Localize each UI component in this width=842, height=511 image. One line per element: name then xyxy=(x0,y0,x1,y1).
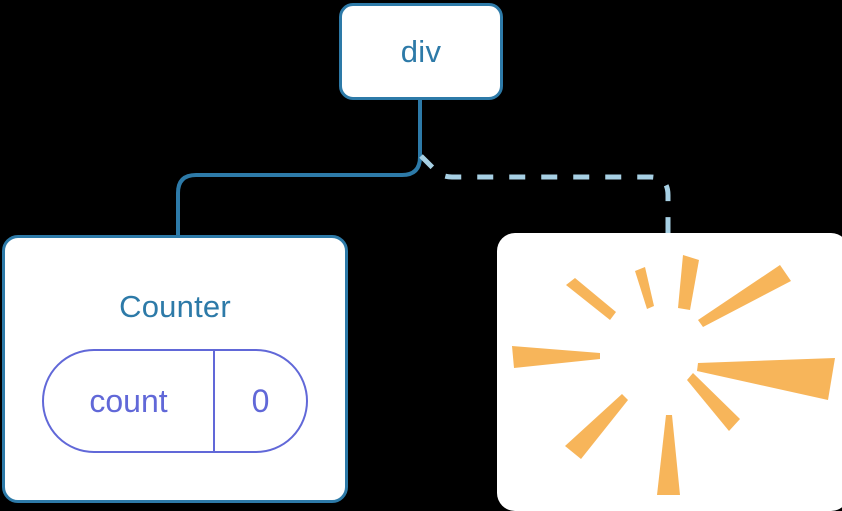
connector-div-to-burst xyxy=(419,154,671,235)
node-counter[interactable]: Counter count 0 xyxy=(2,235,348,503)
node-burst[interactable] xyxy=(497,233,842,511)
node-div-label: div xyxy=(400,34,442,69)
sparkle-burst-icon xyxy=(512,255,835,495)
connector-div-to-counter xyxy=(176,98,422,237)
state-pill-key: count xyxy=(44,351,215,451)
state-pill-value: 0 xyxy=(251,382,270,419)
state-pill-count[interactable]: count 0 xyxy=(42,349,308,453)
node-div[interactable]: div xyxy=(339,3,503,100)
node-counter-title: Counter xyxy=(119,289,231,324)
